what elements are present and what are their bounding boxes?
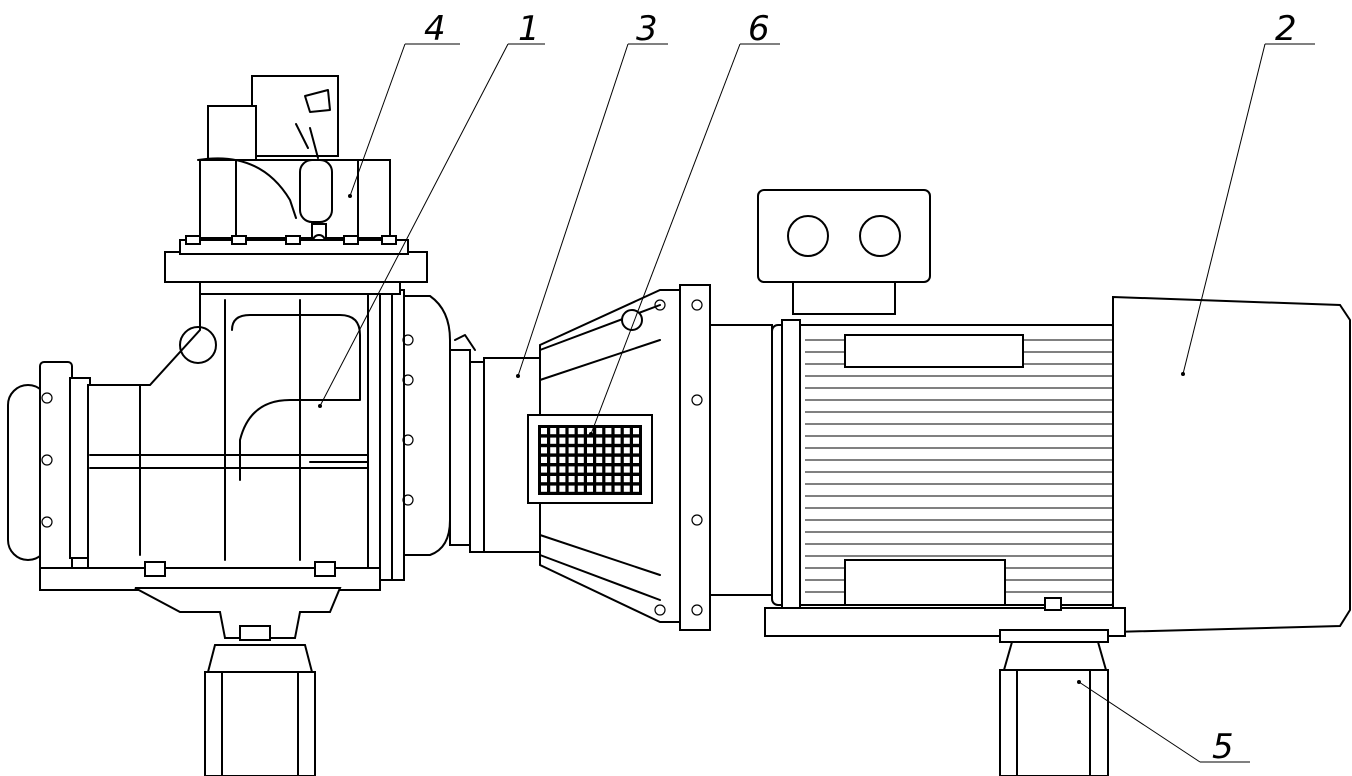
callout-4: 4 [424,9,446,49]
grille-holes [541,428,639,492]
callout-2: 2 [1275,9,1297,49]
control-unit [164,75,428,295]
callout-3: 3 [636,9,658,49]
pump-housing [7,288,487,639]
vibration-mount-left [204,625,316,776]
vibration-mount-right [999,641,1109,776]
callout-5: 5 [1212,727,1234,767]
ventilation-grille [527,414,653,504]
electric-motor [757,189,1351,643]
callout-6: 6 [748,9,770,49]
leader-lines [318,43,1315,763]
callout-1: 1 [518,9,540,49]
